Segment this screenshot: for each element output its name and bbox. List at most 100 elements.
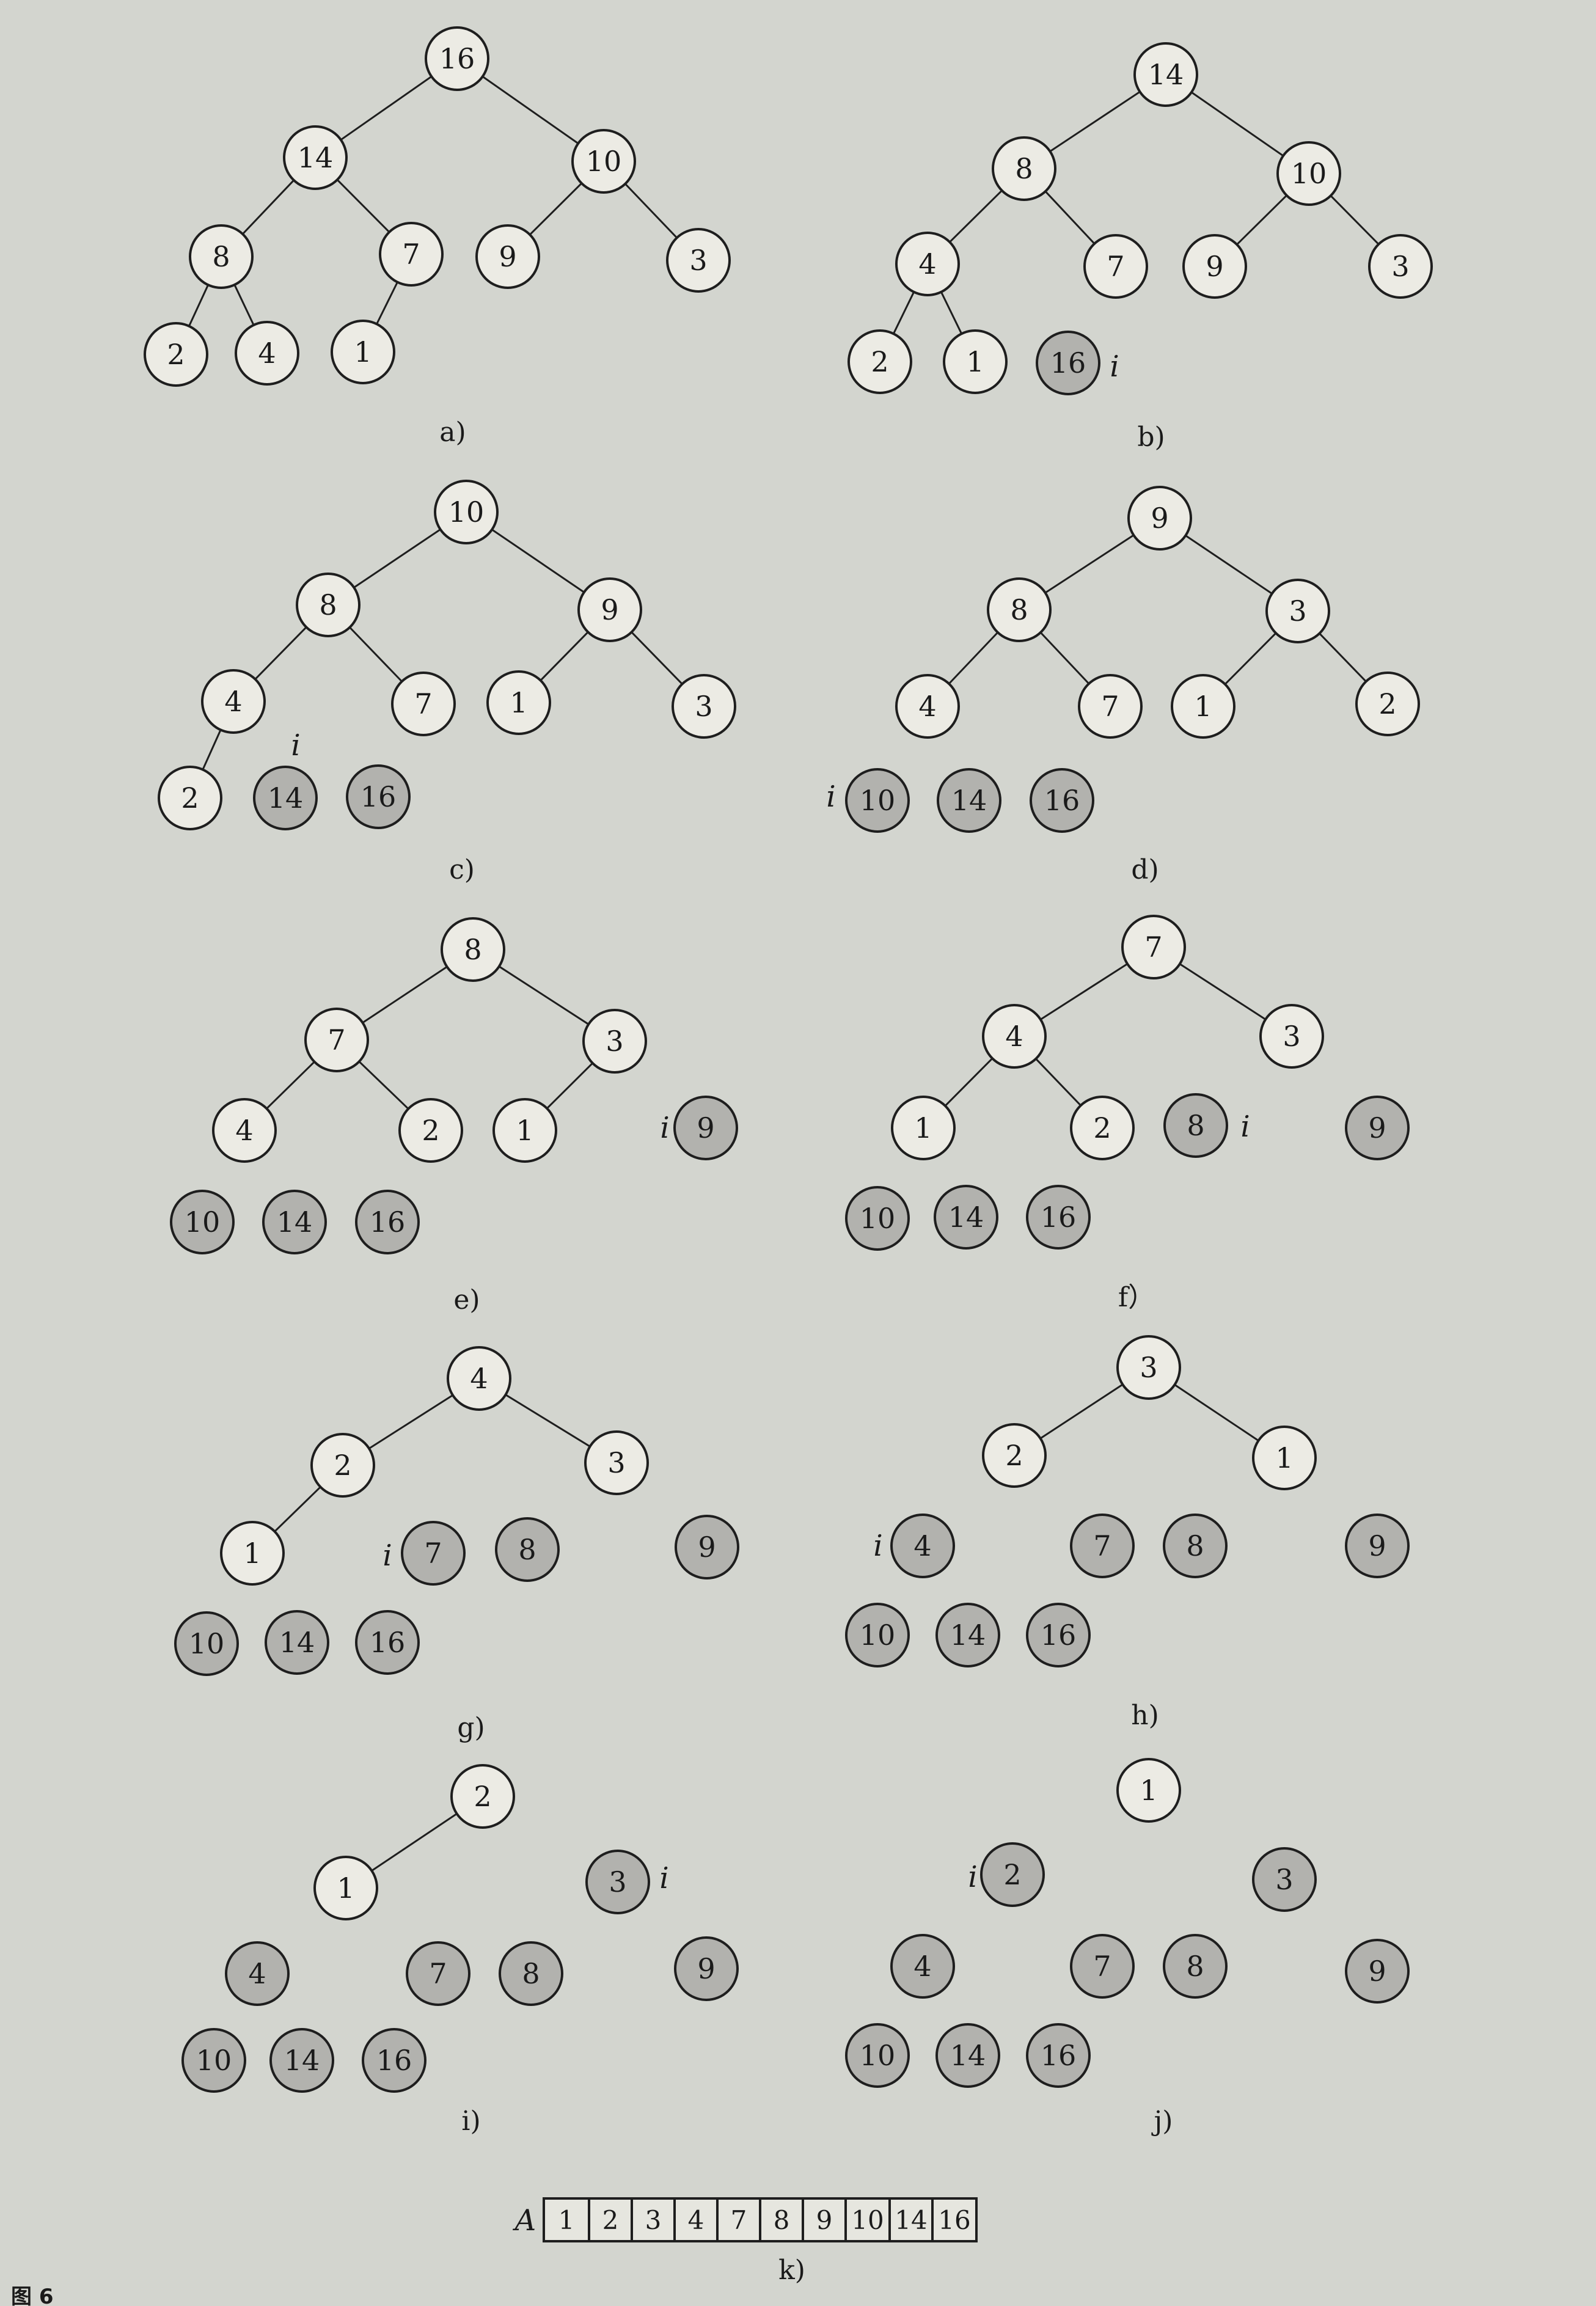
node-circle (269, 2028, 334, 2093)
heap-node: 4 (895, 674, 960, 739)
heap-node: 7 (379, 222, 444, 287)
node-value: 14 (948, 1201, 984, 1234)
sorted-node: 9 (1345, 1939, 1410, 2004)
node-value: 7 (414, 687, 432, 720)
node-value: 8 (522, 1957, 540, 1990)
node-value: 8 (518, 1533, 536, 1566)
node-value: 1 (1194, 690, 1212, 723)
node-value: 1 (1140, 1774, 1157, 1807)
node-circle (441, 917, 505, 982)
tree-edge (1039, 632, 1090, 684)
node-circle (475, 224, 540, 289)
heap-node: 16 (425, 26, 489, 91)
node-circle (890, 1934, 955, 1999)
tree-edge (1174, 1384, 1259, 1441)
node-value: 3 (609, 1865, 626, 1898)
tree-edge (340, 75, 433, 141)
node-circle (401, 1521, 466, 1586)
sorted-node: 4 (225, 1941, 290, 2006)
node-circle (1030, 768, 1094, 833)
sorted-node: 14 (935, 1603, 1000, 1667)
index-i-marker: i (1240, 1110, 1250, 1144)
array-cell-value: 9 (816, 2205, 833, 2235)
array-cell-value: 8 (774, 2205, 790, 2235)
node-circle (1355, 672, 1420, 736)
heap-node: 3 (1259, 1004, 1324, 1069)
heap-node: 1 (313, 1856, 378, 1920)
node-circle (174, 1611, 239, 1676)
node-value: 7 (424, 1537, 442, 1570)
node-circle (1070, 1096, 1135, 1160)
array-cell-value: 4 (688, 2205, 705, 2235)
node-value: 2 (871, 345, 888, 378)
node-value: 2 (334, 1449, 351, 1482)
tree-edge (944, 1058, 994, 1107)
node-value: 9 (601, 593, 618, 626)
sorted-node: 14 (935, 2023, 1000, 2088)
heap-node: 8 (441, 917, 505, 982)
node-value: 14 (950, 1619, 986, 1652)
heap-node: 1 (943, 329, 1008, 394)
node-value: 3 (1289, 595, 1306, 628)
node-value: 2 (1378, 687, 1396, 720)
heap-node: 1 (1116, 1758, 1181, 1823)
node-value: 14 (279, 1626, 315, 1659)
heap-node: 10 (1276, 141, 1341, 206)
node-value: 7 (328, 1023, 345, 1056)
node-value: 4 (248, 1957, 266, 1990)
heap-node: 2 (982, 1423, 1047, 1488)
tree-edge (540, 631, 589, 681)
node-circle (201, 669, 266, 734)
array-cell: 9 (802, 2197, 847, 2242)
node-circle (1070, 1934, 1135, 1999)
heap-node: 7 (1083, 234, 1148, 299)
heap-node: 2 (847, 329, 912, 394)
sorted-node: 3 (1252, 1847, 1317, 1912)
tree-edge (499, 965, 589, 1025)
node-value: 1 (516, 1114, 533, 1147)
panel-label: c) (449, 854, 475, 885)
heap-node: 9 (1182, 234, 1247, 299)
node-circle (492, 1098, 557, 1163)
array-cell-value: 7 (731, 2205, 747, 2235)
node-circle (355, 1610, 420, 1675)
sorted-node: 7 (1070, 1514, 1135, 1578)
node-circle (890, 1514, 955, 1578)
tree-edge (1319, 632, 1367, 683)
array-cell-box (673, 2197, 719, 2242)
node-circle (391, 672, 456, 736)
tree-edge (505, 1394, 591, 1448)
heap-node: 1 (220, 1521, 285, 1586)
node-value: 9 (697, 1111, 714, 1144)
figure-caption: 图 6 (11, 2285, 54, 2306)
node-value: 4 (918, 247, 936, 280)
sorted-node: 7 (406, 1941, 470, 2006)
sorted-node: 10 (845, 2023, 910, 2088)
sorted-node: 7 (1070, 1934, 1135, 1999)
sorted-node: 3 (585, 1850, 650, 1914)
array-cell-box (588, 2197, 633, 2242)
node-circle (1078, 674, 1143, 739)
node-circle (1276, 141, 1341, 206)
sorted-node: 16 (1036, 331, 1100, 395)
heap-node: 3 (666, 228, 731, 293)
node-value: 4 (918, 690, 936, 723)
heap-node: 2 (310, 1433, 375, 1498)
tree-edge (336, 179, 390, 233)
node-circle (992, 136, 1056, 201)
node-value: 16 (439, 42, 475, 75)
node-value: 4 (224, 685, 242, 718)
tree-edge (949, 189, 1003, 243)
node-value: 4 (1005, 1020, 1023, 1053)
array-cell-value: 10 (851, 2205, 884, 2235)
index-i-marker: i (968, 1860, 977, 1894)
node-circle (379, 222, 444, 287)
heap-node: 3 (1265, 579, 1330, 643)
node-circle (220, 1521, 285, 1586)
heap-node: 3 (584, 1430, 649, 1495)
node-value: 10 (860, 2039, 896, 2072)
heap-node: 4 (212, 1098, 277, 1163)
